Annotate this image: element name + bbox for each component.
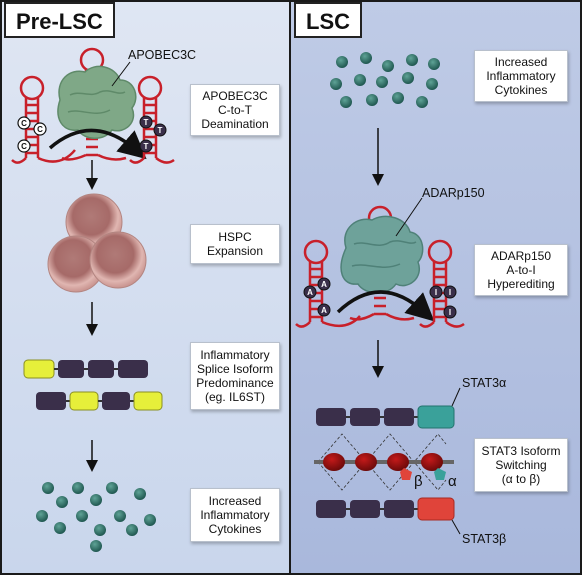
box-line: Inflammatory xyxy=(200,508,270,522)
box-line: Cytokines xyxy=(208,522,262,536)
apobec3c-enzyme xyxy=(57,65,137,139)
left-cytokines-box: Increased Inflammatory Cytokines xyxy=(190,488,280,542)
adarp150-enzyme xyxy=(340,215,424,294)
splice-isoform-box: Inflammatory Splice Isoform Predominance… xyxy=(190,342,280,410)
box-line: Deamination xyxy=(201,117,269,131)
stat3-alpha-isoform xyxy=(316,405,455,429)
deamination-box: APOBEC3C C-to-T Deamination xyxy=(190,84,280,136)
i-base-label: I xyxy=(435,288,437,297)
isoform-switching-lattice xyxy=(317,433,447,491)
box-line: APOBEC3C xyxy=(202,89,268,103)
alpha-exon-marker xyxy=(434,468,446,480)
hspc-expansion-box: HSPC Expansion xyxy=(190,224,280,264)
left-editing-arrow xyxy=(48,128,147,160)
box-line: (α to β) xyxy=(501,472,541,486)
a-base-label: A xyxy=(307,288,313,297)
right-cytokines xyxy=(330,52,440,108)
beta-symbol: β xyxy=(414,473,423,490)
right-cytokines-box: Increased Inflammatory Cytokines xyxy=(474,50,568,102)
i-base-label: I xyxy=(449,308,451,317)
box-line: Predominance xyxy=(196,376,274,390)
t-base-label: T xyxy=(158,126,163,135)
alpha-symbol: α xyxy=(448,473,457,490)
a-base-label: A xyxy=(321,280,327,289)
c-base-label: C xyxy=(21,119,27,128)
box-line: Cytokines xyxy=(494,83,548,97)
t-base-label: T xyxy=(144,142,149,151)
stat3a-label: STAT3α xyxy=(462,376,507,390)
box-line: C-to-T xyxy=(218,103,252,117)
hspc-cells xyxy=(47,193,147,293)
right-rna-hairpin-after xyxy=(419,239,465,328)
apobec3c-pointer xyxy=(111,61,131,87)
hyperediting-box: ADARp150 A-to-I Hyperediting xyxy=(474,244,568,296)
box-line: Switching xyxy=(495,458,547,472)
a-base-markers: A A A xyxy=(303,277,331,317)
splice-isoform-row2 xyxy=(36,391,163,411)
stat3-beta-isoform xyxy=(316,497,455,521)
box-line: Inflammatory xyxy=(486,69,556,83)
t-base-markers: T T T xyxy=(139,115,167,153)
stat3b-label: STAT3β xyxy=(462,532,507,546)
stat3a-pointer xyxy=(451,387,461,407)
pre-lsc-title: Pre-LSC xyxy=(4,2,115,38)
stat3-switching-box: STAT3 Isoform Switching (α to β) xyxy=(474,438,568,492)
box-line: Expansion xyxy=(206,244,264,258)
left-rna-hairpin-before xyxy=(11,75,76,164)
apobec3c-label: APOBEC3C xyxy=(128,48,197,62)
beta-exon-marker xyxy=(400,468,412,480)
lsc-title: LSC xyxy=(294,2,362,38)
right-editing-arrow xyxy=(336,290,435,322)
box-line: STAT3 Isoform xyxy=(481,444,561,458)
box-line: Splice Isoform xyxy=(196,362,274,376)
box-line: Increased xyxy=(208,494,262,508)
left-cytokines xyxy=(36,482,156,552)
splice-isoform-row1 xyxy=(23,359,148,379)
box-line: Inflammatory xyxy=(200,348,270,362)
stat3b-pointer xyxy=(451,519,461,535)
a-base-label: A xyxy=(321,306,327,315)
box-line: A-to-I xyxy=(506,263,536,277)
box-line: HSPC xyxy=(218,230,252,244)
box-line: Hyperediting xyxy=(487,277,555,291)
box-line: Increased xyxy=(494,55,548,69)
box-line: (eg. IL6ST) xyxy=(204,390,266,404)
c-base-label: C xyxy=(37,125,43,134)
box-line: ADARp150 xyxy=(490,249,552,263)
t-base-label: T xyxy=(144,118,149,127)
i-base-label: I xyxy=(449,288,451,297)
adarp150-label: ADARp150 xyxy=(422,186,485,200)
adarp150-pointer xyxy=(395,197,423,237)
splice-sites xyxy=(323,453,443,471)
c-base-markers: C C C xyxy=(17,116,47,153)
c-base-label: C xyxy=(21,142,27,151)
i-base-markers: I I I xyxy=(429,285,457,319)
